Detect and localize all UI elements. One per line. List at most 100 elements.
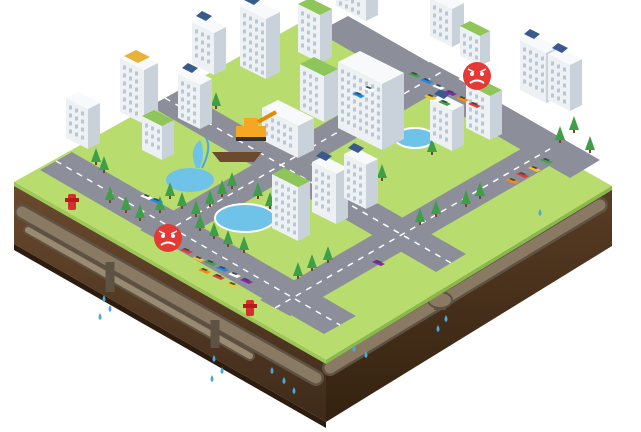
park-with-pond	[166, 127, 436, 233]
grass-edge	[14, 182, 326, 364]
water-drop-icon	[364, 351, 368, 358]
building	[120, 50, 158, 124]
solar-panel-icon	[196, 11, 212, 21]
tree	[105, 186, 115, 203]
car	[216, 266, 229, 272]
car	[150, 198, 163, 204]
water-drop-icon	[436, 325, 440, 332]
building	[548, 43, 582, 111]
car	[240, 278, 253, 284]
tree	[253, 182, 263, 199]
fire-hydrant-icon	[65, 194, 79, 210]
car	[180, 248, 193, 254]
building	[460, 21, 490, 66]
tree	[323, 246, 333, 263]
car	[444, 90, 457, 96]
car	[540, 158, 553, 164]
tree	[427, 138, 437, 155]
car	[362, 86, 375, 92]
water-drop-icon	[270, 367, 274, 374]
tree	[121, 196, 131, 213]
angry-face-alert-icon	[154, 224, 182, 252]
car	[226, 282, 239, 288]
tree	[165, 182, 175, 199]
tree	[211, 92, 221, 109]
building	[142, 110, 174, 160]
water-drop-icon	[220, 367, 224, 374]
angry-face-alert-icon	[463, 62, 491, 90]
car	[516, 172, 529, 178]
car	[506, 178, 519, 184]
tree	[91, 148, 101, 165]
tree	[227, 172, 237, 189]
building	[272, 168, 310, 241]
fire-hydrant-icon	[243, 300, 257, 316]
tree	[177, 192, 187, 209]
car	[424, 94, 437, 100]
solar-panel-icon	[244, 0, 260, 5]
water-drop-icon	[210, 375, 214, 382]
car	[528, 166, 541, 172]
water-drop-icon	[212, 355, 216, 362]
building	[336, 0, 378, 21]
water-drop-icon	[282, 377, 286, 384]
tree	[377, 164, 387, 181]
tree	[431, 200, 441, 217]
leaking-water-drops	[98, 209, 542, 394]
building	[240, 0, 280, 79]
tree	[307, 254, 317, 271]
water-drop-icon	[102, 295, 106, 302]
tree	[415, 208, 425, 225]
tree	[239, 236, 249, 253]
car	[468, 102, 481, 108]
building	[344, 143, 378, 209]
building	[192, 11, 226, 75]
tree	[461, 190, 471, 207]
car	[212, 274, 225, 280]
building	[66, 92, 100, 149]
tree	[195, 214, 205, 231]
car	[352, 92, 365, 98]
tree	[217, 180, 227, 197]
solar-panel-icon	[182, 63, 198, 73]
building	[312, 151, 348, 224]
car	[204, 260, 217, 266]
tree	[223, 230, 233, 247]
tree	[585, 136, 595, 153]
tree	[475, 182, 485, 199]
car	[432, 84, 445, 90]
car	[438, 100, 451, 106]
solar-panel-icon	[316, 151, 332, 161]
tree	[555, 126, 565, 143]
solar-panel-icon	[348, 143, 364, 153]
building	[298, 0, 332, 63]
building	[262, 100, 314, 158]
tree	[293, 262, 303, 279]
car	[192, 256, 205, 262]
water-drop-icon	[538, 209, 542, 216]
water-spray-leak	[192, 137, 210, 169]
water-drop-icon	[444, 315, 448, 322]
solar-panel-icon	[524, 29, 540, 39]
car	[140, 194, 153, 200]
tree	[205, 190, 215, 207]
building	[178, 63, 212, 129]
car	[420, 78, 433, 84]
car	[228, 272, 241, 278]
water-drop-icon	[98, 313, 102, 320]
building	[300, 57, 338, 122]
excavator-icon	[212, 110, 277, 162]
car	[198, 268, 211, 274]
tree	[135, 204, 145, 221]
car	[372, 260, 385, 266]
building	[430, 0, 464, 47]
tree	[569, 116, 579, 133]
tree	[209, 222, 219, 239]
car	[408, 72, 421, 78]
tree	[99, 156, 109, 173]
solar-panel-icon	[434, 89, 450, 99]
tree	[191, 200, 201, 217]
water-drop-icon	[352, 345, 356, 352]
